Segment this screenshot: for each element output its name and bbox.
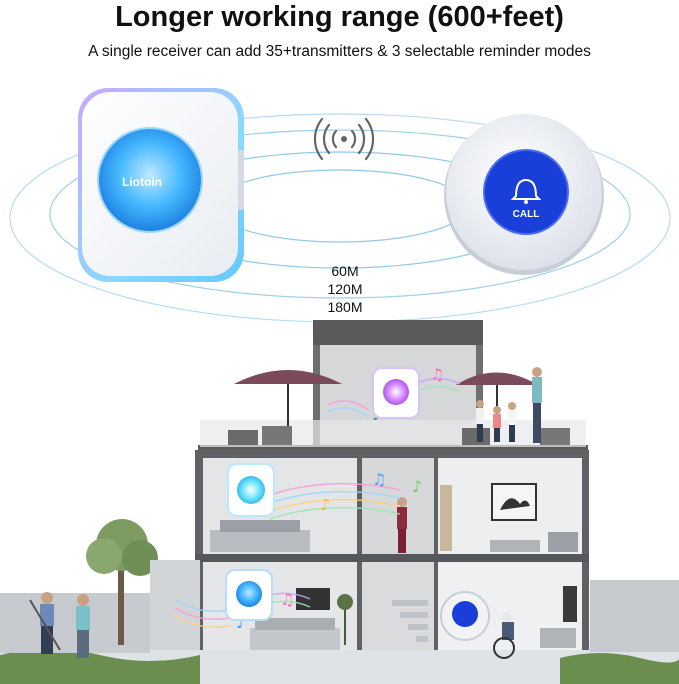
range-label-60m: 60M xyxy=(331,263,359,279)
svg-text:♫: ♫ xyxy=(430,365,444,384)
call-button-transmitter: CALL xyxy=(444,114,604,275)
bell-icon xyxy=(510,178,542,204)
receiver-ground-floor xyxy=(225,569,273,621)
range-label-120m: 120M xyxy=(327,281,363,297)
page-subtitle: A single receiver can add 35+transmitter… xyxy=(88,43,591,60)
svg-text:♪: ♪ xyxy=(236,613,246,632)
receiver-middle-floor xyxy=(227,463,275,517)
call-button-label: CALL xyxy=(513,209,540,220)
svg-text:♫: ♫ xyxy=(280,590,294,609)
svg-text:♪: ♪ xyxy=(320,495,330,514)
transmitter-ground-floor xyxy=(440,591,490,641)
svg-text:♪: ♪ xyxy=(412,477,422,496)
doorbell-receiver: Liotoin xyxy=(78,88,244,282)
receiver-brand-label: Liotoin xyxy=(122,175,162,189)
wireless-signal-icon xyxy=(313,117,375,161)
house-cutaway-illustration: ♪ ♫ ♪ ♫ ♪ ♫ ♪ xyxy=(0,320,679,684)
range-distance-labels: 60M 120M 180M xyxy=(310,262,380,316)
receiver-top-floor xyxy=(372,367,420,419)
range-label-180m: 180M xyxy=(327,299,363,315)
page-title: Longer working range (600+feet) xyxy=(115,1,564,33)
svg-text:♫: ♫ xyxy=(372,470,386,489)
